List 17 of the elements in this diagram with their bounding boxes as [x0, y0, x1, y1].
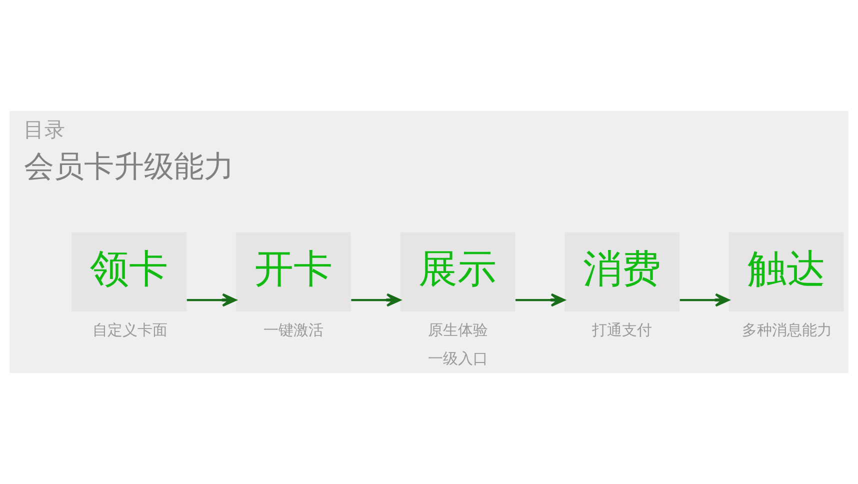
node-label: 一级入口	[428, 350, 488, 368]
arrow	[351, 293, 401, 307]
label: 会员卡升级能力	[24, 149, 234, 184]
node-box: 消费	[564, 232, 680, 312]
diagram-title: 目录	[24, 118, 66, 142]
arrow	[516, 293, 566, 307]
arrow	[680, 293, 730, 307]
node-label: 自定义卡面	[92, 320, 168, 339]
node-label: 多种消息能力	[742, 320, 832, 339]
node-label: 一键激活	[264, 320, 324, 339]
node-box: 展示	[400, 232, 516, 312]
node-box: 开卡	[236, 232, 351, 312]
node-box: 领卡	[72, 232, 187, 312]
node-label: 原生体验	[428, 320, 488, 339]
node-label: 打通支付	[592, 320, 652, 339]
node-box: 触达	[728, 232, 844, 312]
arrow	[186, 293, 237, 307]
